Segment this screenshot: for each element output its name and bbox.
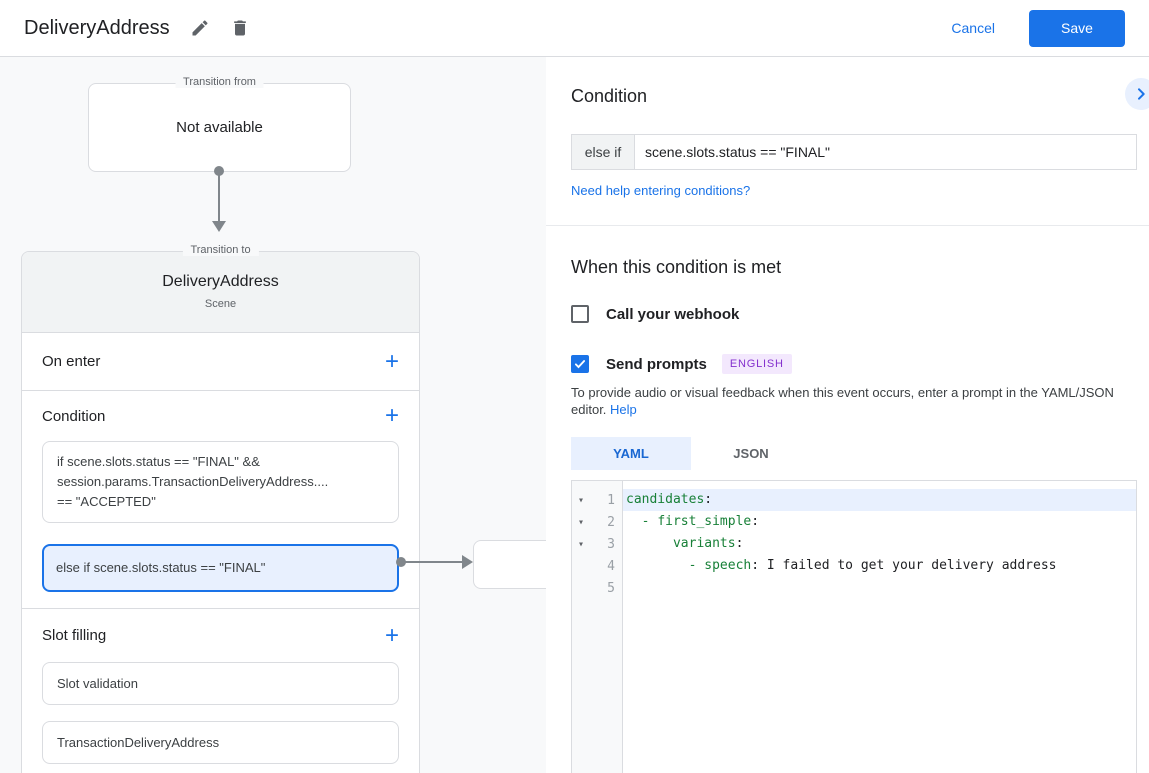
delete-scene-button[interactable] (224, 12, 256, 44)
slot-item-label: TransactionDeliveryAddress (57, 735, 220, 750)
slot-item-transaction-delivery-address[interactable]: TransactionDeliveryAddress (42, 721, 399, 764)
webhook-label: Call your webhook (606, 305, 740, 323)
if-condition-item[interactable]: if scene.slots.status == "FINAL" && sess… (42, 441, 399, 523)
code-line-2[interactable]: - first_simple: (641, 514, 760, 529)
if-condition-line: session.params.TransactionDeliveryAddres… (57, 474, 329, 489)
condition-expression-input[interactable] (635, 135, 1136, 169)
arrow-down-icon (212, 221, 226, 232)
when-condition-met-title: When this condition is met (571, 257, 782, 277)
send-prompts-label: Send prompts (606, 355, 707, 373)
connector-line (218, 171, 220, 221)
on-enter-label: On enter (42, 353, 101, 370)
help-link[interactable]: Help (610, 402, 637, 417)
yaml-editor: ▾ 1 ▾ 2 ▾ 3 4 5 candidates: - first_simple: var… (571, 480, 1137, 773)
editor-code[interactable]: candidates: - first_simple: variants: - … (623, 481, 1136, 773)
fold-icon[interactable]: ▾ (577, 494, 585, 506)
scene-card: Transition to DeliveryAddress Scene On e… (21, 244, 420, 773)
fold-icon[interactable]: ▾ (577, 538, 585, 550)
else-if-condition-text: else if scene.slots.status == "FINAL" (56, 560, 266, 575)
condition-input-row: else if (571, 134, 1137, 170)
fold-icon[interactable]: ▾ (577, 516, 585, 528)
trash-icon (233, 20, 246, 36)
condition-editor-panel: Condition else if Need help entering con… (546, 57, 1149, 773)
webhook-checkbox[interactable] (571, 305, 589, 323)
slot-filling-section: Slot filling + Slot validation Transacti… (22, 609, 419, 764)
check-icon (574, 360, 586, 369)
scene-type-label: Scene (204, 298, 237, 310)
if-condition-line: == "ACCEPTED" (57, 494, 156, 509)
scene-name: DeliveryAddress (162, 273, 279, 290)
code-line-4[interactable]: - speech: I failed to get your delivery … (688, 558, 1057, 573)
transition-from-legend: Transition from (175, 76, 264, 88)
slot-item-label: Slot validation (57, 676, 138, 691)
line-number: 3 (607, 536, 615, 552)
slot-filling-label: Slot filling (42, 627, 107, 644)
prompt-description: To provide audio or visual feedback when… (571, 384, 1137, 418)
page-title: DeliveryAddress (24, 16, 170, 39)
send-prompts-row: Send prompts ENGLISH (571, 354, 1137, 374)
panel-title: Condition (571, 86, 648, 106)
chevron-right-icon (1138, 88, 1145, 100)
line-number: 5 (607, 580, 615, 596)
code-line-5[interactable] (623, 577, 1136, 599)
if-condition-line: if scene.slots.status == "FINAL" && (57, 454, 260, 469)
editor-gutter: ▾ 1 ▾ 2 ▾ 3 4 5 (572, 481, 623, 773)
webhook-row: Call your webhook (571, 304, 1137, 324)
language-badge: ENGLISH (721, 354, 792, 374)
section-divider (546, 225, 1149, 226)
edit-scene-button[interactable] (184, 12, 216, 44)
scene-card-header: DeliveryAddress Scene (22, 252, 419, 333)
save-button[interactable]: Save (1029, 9, 1125, 47)
arrow-right-icon (462, 555, 473, 569)
pencil-icon (192, 20, 208, 36)
transition-from-node: Transition from Not available (88, 76, 351, 172)
scene-diagram-canvas: Transition from Not available Transition… (0, 57, 546, 773)
add-condition-button[interactable]: + (384, 402, 399, 429)
line-number: 1 (607, 492, 615, 508)
top-bar: DeliveryAddress Cancel Save (0, 0, 1149, 57)
send-prompts-checkbox[interactable] (571, 355, 589, 373)
connector-line (401, 561, 462, 563)
transition-to-legend: Transition to (182, 244, 259, 256)
code-line-3[interactable]: variants: (672, 536, 744, 551)
cancel-button[interactable]: Cancel (935, 11, 1011, 45)
condition-section-label: Condition (42, 407, 106, 425)
collapse-panel-button[interactable] (1125, 78, 1149, 110)
prompt-description-text: To provide audio or visual feedback when… (571, 385, 1114, 417)
condition-section: Condition + if scene.slots.status == "FI… (22, 391, 419, 609)
tab-yaml[interactable]: YAML (571, 437, 691, 470)
code-line-1[interactable]: candidates: (623, 489, 1136, 511)
line-number: 2 (607, 514, 615, 530)
transition-from-content: Not available (176, 119, 263, 136)
else-if-condition-item[interactable]: else if scene.slots.status == "FINAL" (42, 544, 399, 592)
tab-json[interactable]: JSON (691, 437, 811, 470)
slot-item-validation[interactable]: Slot validation (42, 662, 399, 705)
condition-keyword-label: else if (572, 135, 635, 169)
add-slot-button[interactable]: + (384, 621, 399, 649)
on-enter-section: On enter + (22, 333, 419, 391)
line-number: 4 (607, 558, 615, 574)
transition-target-node (473, 540, 546, 589)
add-on-enter-button[interactable]: + (384, 347, 399, 375)
conditions-help-link[interactable]: Need help entering conditions? (571, 183, 751, 198)
